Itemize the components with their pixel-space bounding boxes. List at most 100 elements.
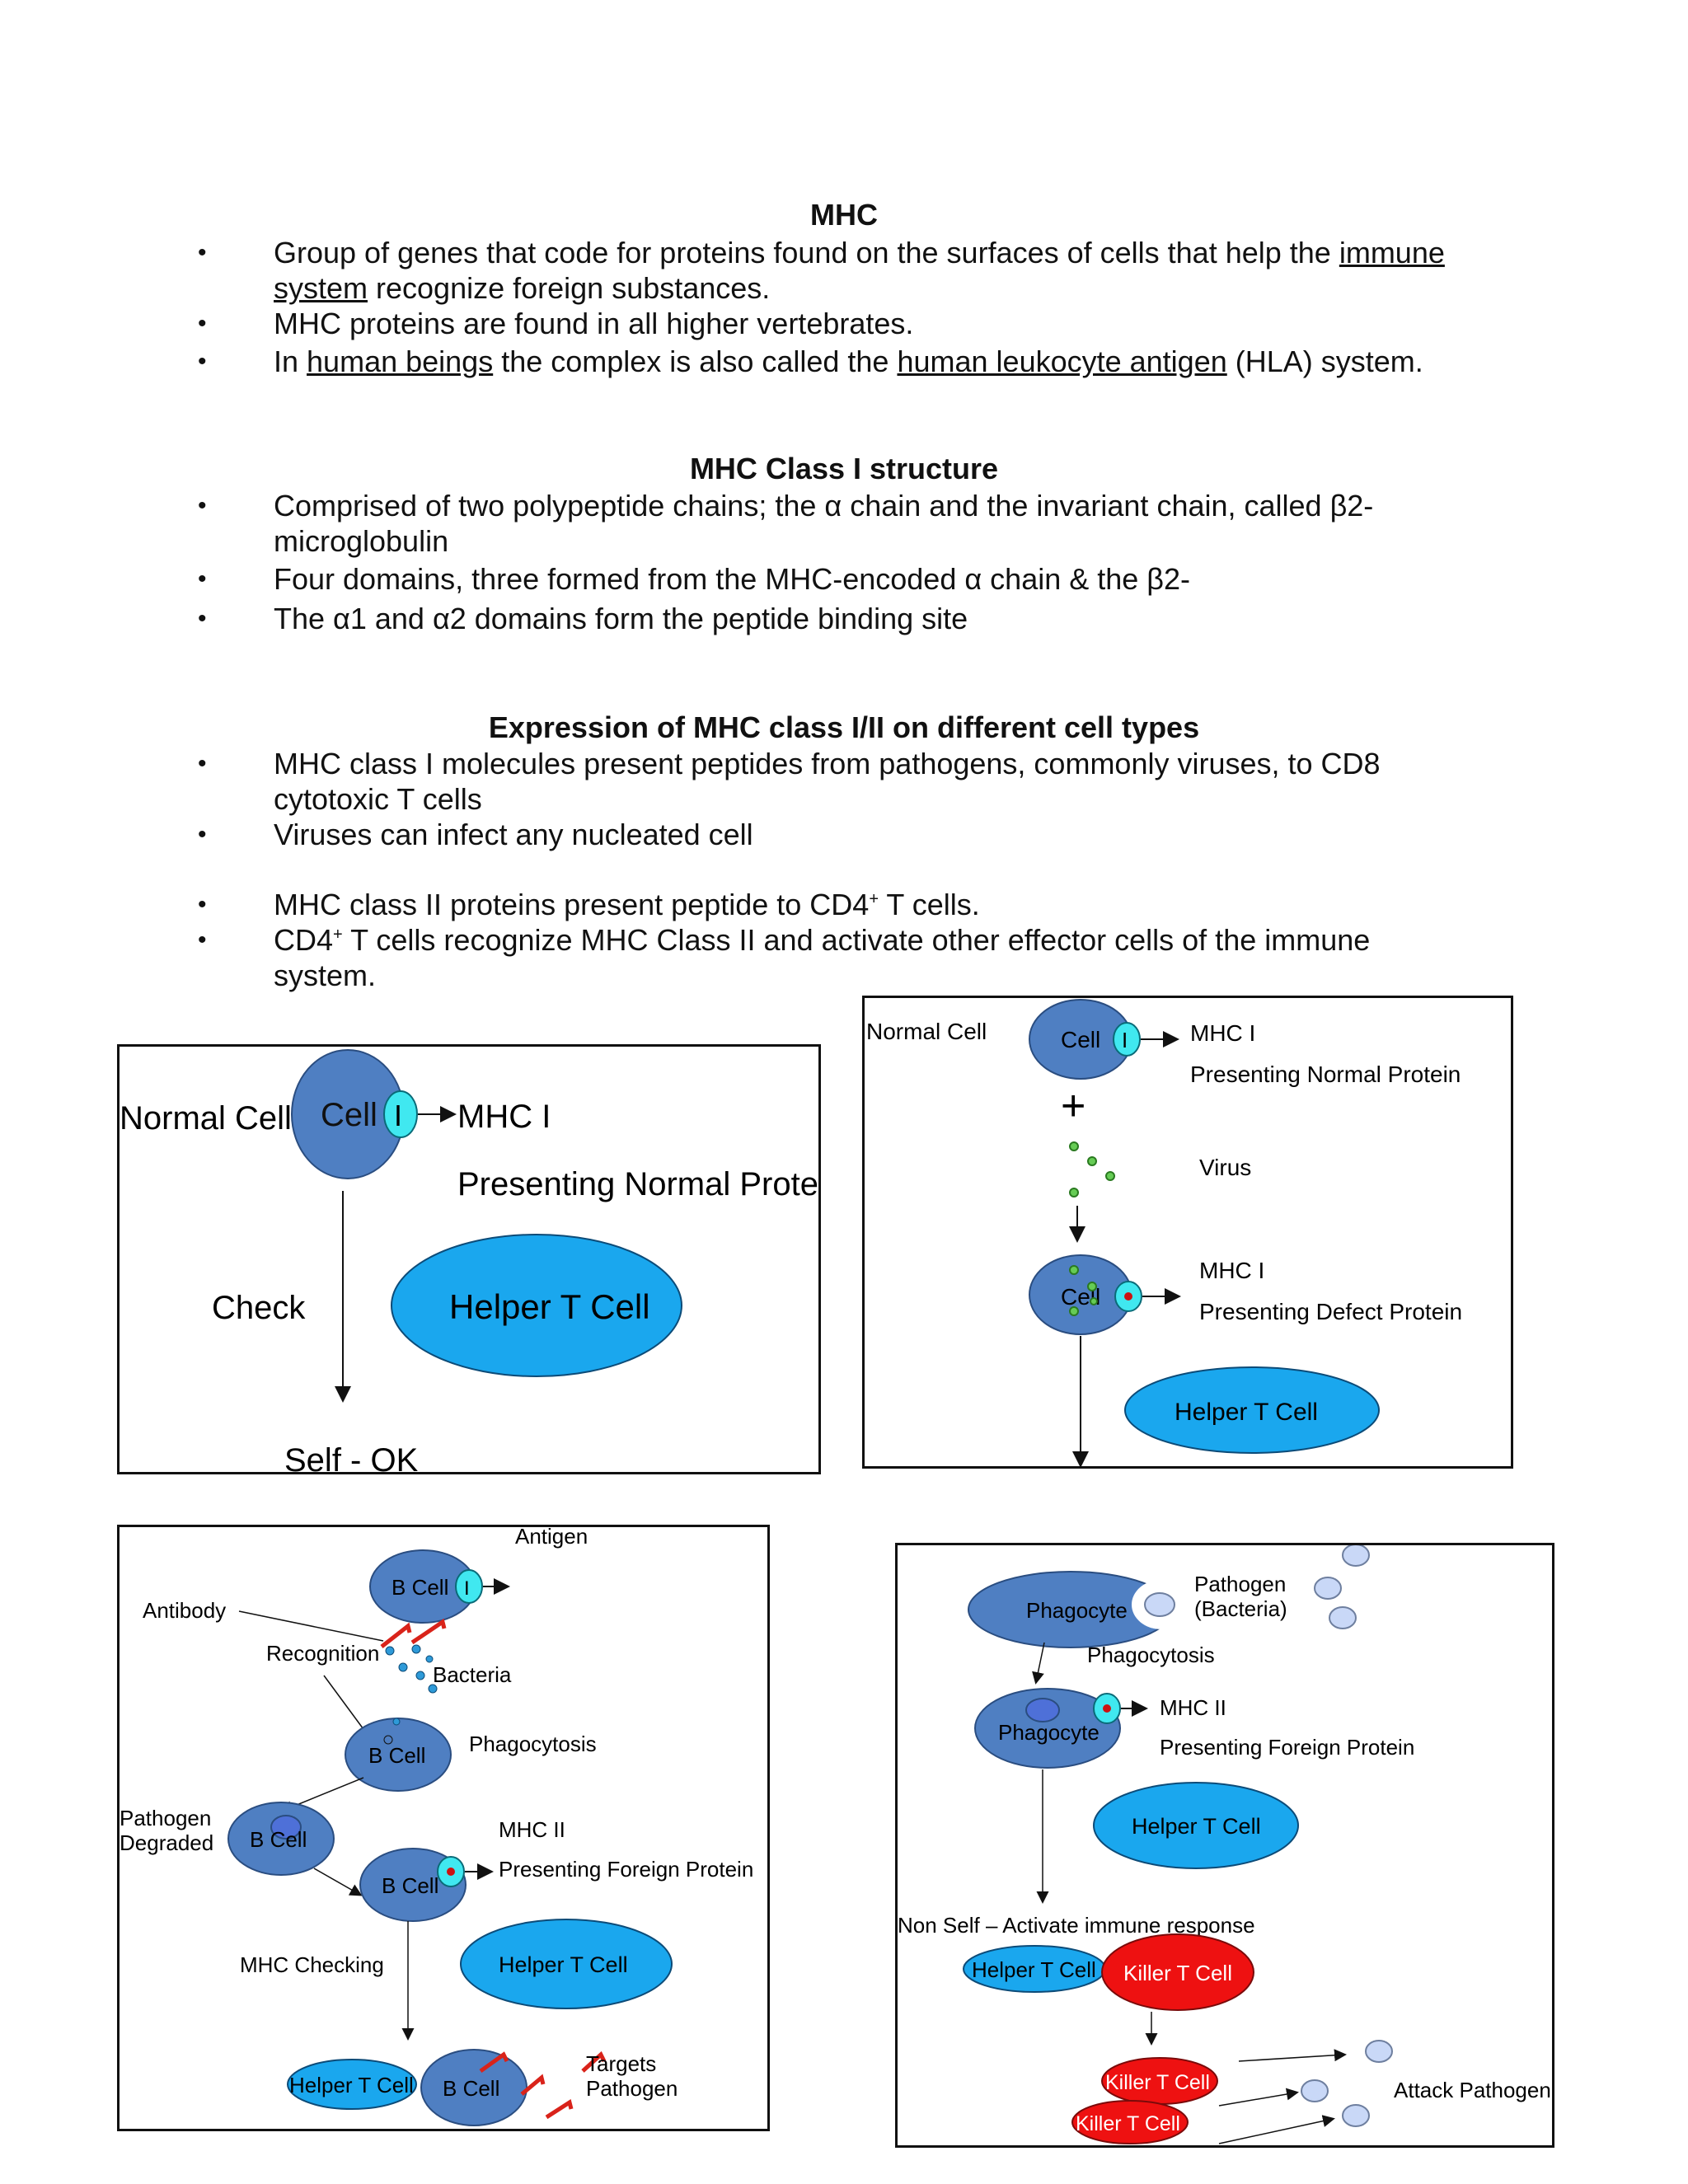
bullet-item: Group of genes that code for proteins fo… [198,235,1484,306]
phagocyte-label: Phagocyte [1026,1598,1128,1623]
recognition-label: Recognition [266,1641,379,1666]
mhc-class-i-heading: MHC Class I structure [0,452,1688,486]
figure-2-diagram: Normal Cell Cell I MHC I Presenting Norm… [865,998,1511,1466]
pathogen-label: Pathogen [586,2076,678,2101]
text: + [869,890,879,908]
text: MHC proteins are found in all higher ver… [274,307,913,340]
bullet-item: MHC class II proteins present peptide to… [198,887,1484,922]
figure-virus-infection: Normal Cell Cell I MHC I Presenting Norm… [862,996,1513,1469]
mhc-label: MHC I [1199,1258,1264,1283]
figure-4-diagram: Phagocyte Pathogen (Bacteria) Phagocytos… [898,1545,1552,2145]
receptor-label: I [464,1577,470,1600]
mhc-bullets: Group of genes that code for proteins fo… [198,235,1484,379]
text: Comprised of two polypeptide chains; the… [274,489,1373,523]
bullet-item: The α1 and α2 domains form the peptide b… [198,601,1484,636]
b-cell-label: B Cell [368,1743,425,1768]
attack-label: Attack Pathogen [1394,2078,1551,2102]
self-ok-label: Self - OK [284,1442,419,1472]
phagocyte-label: Phagocyte [998,1720,1100,1745]
normal-cell-label: Normal Cell [120,1100,292,1137]
bullet-item: In human beings the complex is also call… [198,344,1484,379]
expression-heading: Expression of MHC class I/II on differen… [0,710,1688,745]
plus-label: + [1061,1082,1085,1130]
presenting-label: Presenting Defect Protein [1199,1299,1462,1324]
text: the complex is also called the [493,344,897,378]
antibody-label: Antibody [143,1598,226,1623]
immune-link[interactable]: immune [1339,236,1445,269]
text: microglobulin [274,524,448,558]
bacteria-icon [1315,1577,1341,1599]
text: In [274,344,307,378]
b-cell-label: B Cell [250,1827,307,1852]
b-cell-label: B Cell [392,1575,448,1600]
text: recognize foreign substances. [368,271,770,305]
text: T cells recognize MHC Class II and activ… [343,923,1371,957]
bacteria-icon [1343,2105,1369,2126]
pointer-line [239,1611,383,1641]
bacteria-icon [1343,1545,1369,1566]
phagocytosis-label: Phagocytosis [1087,1643,1215,1667]
text: MHC class II proteins present peptide to… [274,888,869,921]
antibody-icon [382,1622,444,1647]
targets-label: Targets [586,2051,656,2076]
bacteria-icon [1301,2080,1328,2102]
figure-b-cell-pathway: Antigen B Cell I Antibody Recognition Ba… [117,1525,770,2131]
bullet-item: Four domains, three formed from the MHC-… [198,561,1484,597]
helper-label: Helper T Cell [972,1957,1096,1982]
check-label: Check [212,1290,306,1326]
mhc-label: MHC I [457,1099,551,1135]
bullet-item: Viruses can infect any nucleated cell [198,817,1484,852]
presenting-label: Presenting Normal Protein [457,1166,818,1202]
bacteria-particles [386,1645,437,1693]
bacteria-icon [1329,1607,1356,1629]
killer-label: Killer T Cell [1105,2071,1210,2094]
killer-label: Killer T Cell [1076,2112,1180,2135]
bacteria-icon [1366,2041,1392,2062]
foreign-protein-icon [447,1868,455,1876]
presenting-label: Presenting Normal Protein [1190,1062,1461,1087]
text: cytotoxic T cells [274,782,482,816]
bacteria-icon [1145,1593,1175,1616]
mhc-ii-label: MHC II [1160,1695,1226,1720]
arrow-icon [1219,2093,1296,2106]
expression-bullets: MHC class I molecules present peptides f… [198,746,1484,993]
defect-protein-icon [1124,1292,1132,1301]
degraded-label: Degraded [120,1830,213,1855]
text: Four domains, three formed from the MHC-… [274,562,1190,596]
helper-label: Helper T Cell [499,1952,628,1977]
bullet-item: MHC proteins are found in all higher ver… [198,306,1484,341]
mhc-ii-label: MHC II [499,1817,565,1842]
bullet-item: Comprised of two polypeptide chains; the… [198,488,1484,559]
presenting-label: Presenting Foreign Protein [499,1857,753,1882]
text: Group of genes that code for proteins fo… [274,236,1339,269]
presenting-label: Presenting Foreign Protein [1160,1735,1414,1760]
text: system. [274,958,376,992]
mhc-class-i-bullets: Comprised of two polypeptide chains; the… [198,488,1484,636]
system-link[interactable]: system [274,271,368,305]
figure-normal-cell-check: Normal Cell Cell I MHC I Presenting Norm… [117,1044,821,1474]
helper-label: Helper T Cell [1175,1399,1318,1426]
cell-label: Cell [321,1097,377,1133]
antigen-label: Antigen [515,1527,588,1549]
human-beings-link[interactable]: human beings [307,344,493,378]
virus-particles [1070,1142,1114,1197]
hla-link[interactable]: human leukocyte antigen [897,344,1226,378]
degraded-pathogen-icon [1026,1699,1059,1722]
phagocytosis-label: Phagocytosis [469,1732,597,1756]
mhc-heading: MHC [0,198,1688,232]
non-self-label: Non Self – Activate immune response [898,1913,1255,1938]
bacteria-label: Bacteria [433,1662,512,1687]
killer-label: Killer T Cell [1123,1961,1232,1985]
pathogen-label: Pathogen [1194,1572,1286,1596]
text: Viruses can infect any nucleated cell [274,818,753,851]
normal-cell-label: Normal Cell [866,1019,987,1044]
arrow-icon [1239,2055,1344,2061]
helper-label: Helper T Cell [289,2073,414,2097]
helper-label: Helper T Cell [449,1287,650,1326]
helper-label: Helper T Cell [1132,1814,1261,1839]
arrow-icon [1219,2119,1333,2144]
bacteria-icon [393,1718,400,1725]
figure-1-diagram: Normal Cell Cell I MHC I Presenting Norm… [120,1047,818,1472]
text: T cells. [879,888,980,921]
receptor-label: I [394,1099,402,1132]
